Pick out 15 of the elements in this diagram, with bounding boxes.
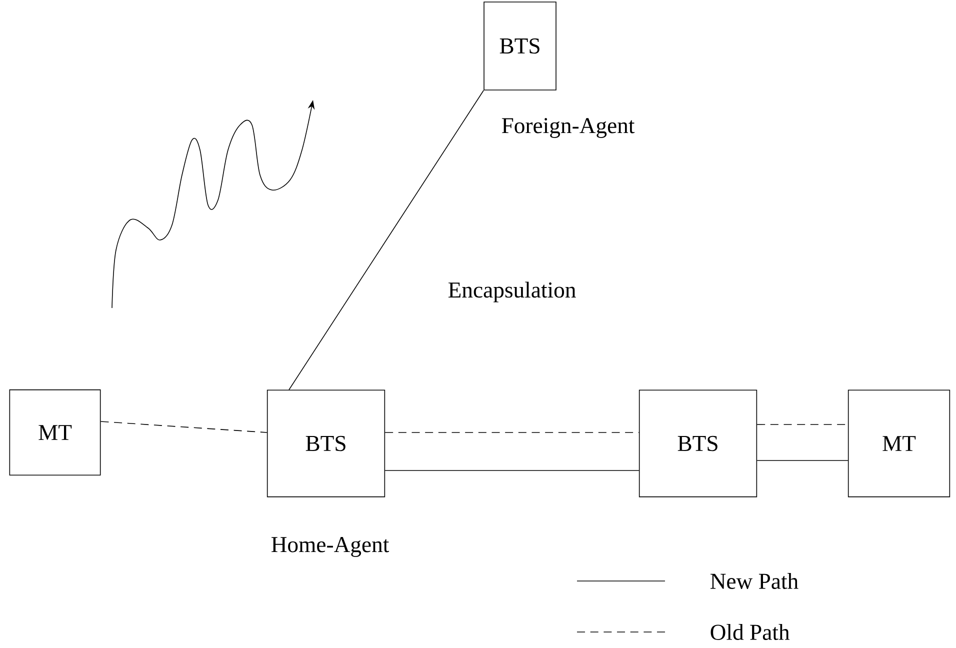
legend-label: New Path (710, 573, 798, 589)
station-box: BTS (484, 2, 556, 90)
connection-line (756, 460, 848, 461)
station-box: BTS (266, 390, 386, 498)
node-caption: Foreign-Agent (502, 118, 635, 138)
connection-line (288, 90, 484, 390)
connection-line (384, 470, 640, 471)
legend-label: Old Path (710, 624, 790, 640)
station-box: MT (848, 390, 950, 498)
node-caption: Home-Agent (272, 537, 390, 557)
station-box: BTS (638, 390, 758, 498)
connection-line (100, 421, 268, 433)
connection-line (384, 432, 640, 433)
edge-label: Encapsulation (448, 282, 576, 302)
station-box: MT (9, 389, 101, 476)
